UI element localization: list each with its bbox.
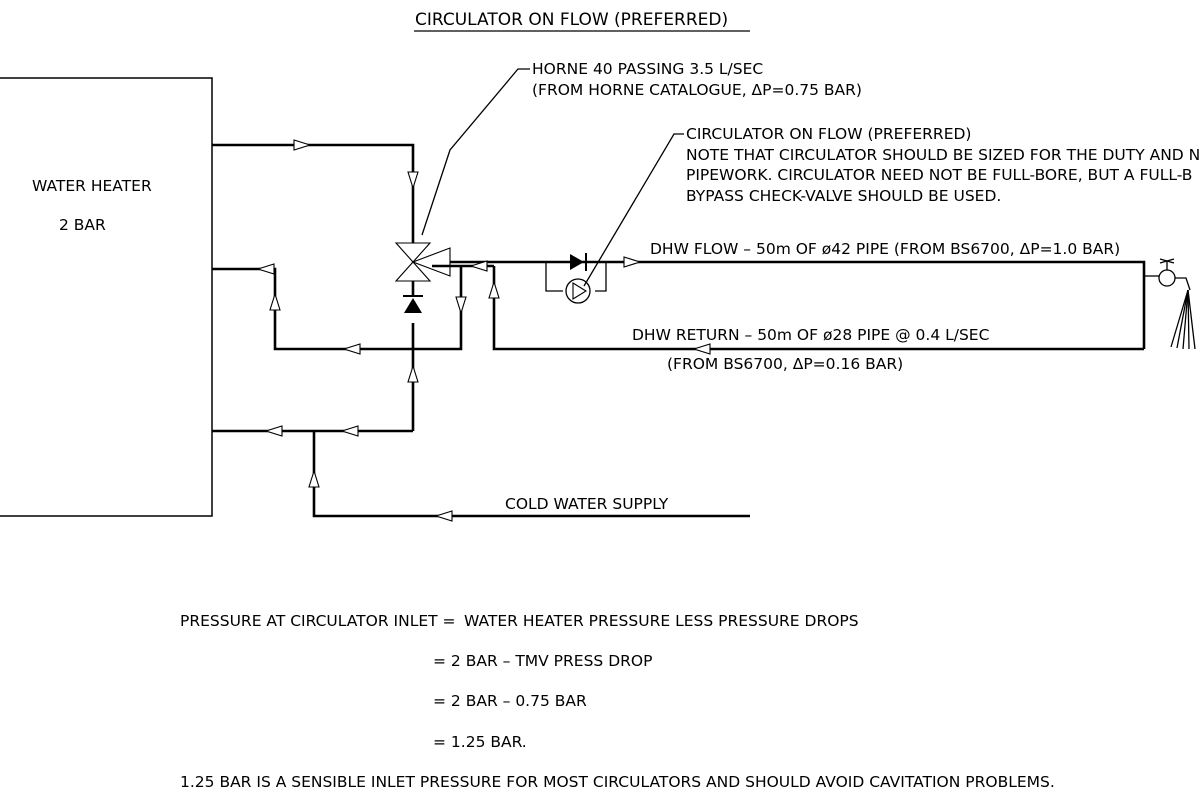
cold-feed-arrow-1 xyxy=(340,425,359,437)
calc-line2: = 2 BAR – TMV PRESS DROP xyxy=(433,652,652,670)
calc-conclusion: 1.25 BAR IS A SENSIBLE INLET PRESSURE FO… xyxy=(180,773,1055,791)
return-arrow-up xyxy=(488,280,500,299)
cold-water-supply-label: COLD WATER SUPPLY xyxy=(505,495,669,513)
dhw-flow-label: DHW FLOW – 50m OF ø42 PIPE (FROM BS6700,… xyxy=(650,240,1120,258)
heater-return-arrow-3 xyxy=(256,263,275,275)
cold-supply-up-arrow xyxy=(308,469,320,488)
cold-riser-arrow xyxy=(407,364,419,383)
return-top-arrow xyxy=(469,260,488,272)
hot-outlet-arrow xyxy=(293,139,312,151)
cold-supply-arrow xyxy=(434,510,453,522)
return-branch-down-arrow xyxy=(455,296,467,315)
calc-line1-label: PRESSURE AT CIRCULATOR INLET = xyxy=(180,612,456,630)
calc-line1-value: WATER HEATER PRESSURE LESS PRESSURE DROP… xyxy=(464,612,859,630)
dhw-return-label-line1: DHW RETURN – 50m OF ø28 PIPE @ 0.4 L/SEC xyxy=(632,326,989,344)
heater-return-arrow-2 xyxy=(269,292,281,311)
calc-line3: = 2 BAR – 0.75 BAR xyxy=(433,692,587,710)
cold-feed-arrow-2 xyxy=(264,425,283,437)
tmv-leader-line xyxy=(421,68,530,236)
circulator-leader-line xyxy=(583,133,684,287)
tmv-note-line1: HORNE 40 PASSING 3.5 L/SEC xyxy=(532,60,763,78)
calc-line4: = 1.25 BAR. xyxy=(433,733,527,751)
hot-down-arrow xyxy=(407,171,419,190)
circulator-note-line4: BYPASS CHECK-VALVE SHOULD BE USED. xyxy=(686,187,1001,205)
check-valve-symbol xyxy=(404,298,422,313)
dhw-return-label-line2: (FROM BS6700, ΔP=0.16 BAR) xyxy=(667,355,903,373)
water-heater-pressure: 2 BAR xyxy=(59,216,106,234)
hot-outlet-pipe xyxy=(212,143,415,243)
return-arrow-main xyxy=(692,343,711,355)
shower-outlet-icon xyxy=(1144,258,1196,350)
heater-return-pipe xyxy=(212,267,413,351)
return-bypass-branch xyxy=(413,266,463,351)
circulator-bypass-loop xyxy=(545,262,607,292)
diagram-title: CIRCULATOR ON FLOW (PREFERRED) xyxy=(415,10,728,30)
cold-supply-pipe xyxy=(312,431,750,518)
tmv-valve xyxy=(394,242,451,282)
circulator-pump-symbol xyxy=(572,282,588,300)
heater-return-arrow-1 xyxy=(342,343,361,355)
dhw-flow-pipe xyxy=(450,260,1146,349)
water-heater-label: WATER HEATER xyxy=(32,177,152,195)
circulator-note-line2: NOTE THAT CIRCULATOR SHOULD BE SIZED FOR… xyxy=(686,146,1200,164)
circulator-note-line1: CIRCULATOR ON FLOW (PREFERRED) xyxy=(686,125,971,143)
flow-arrow xyxy=(623,256,642,268)
circulator-note-line3: PIPEWORK. CIRCULATOR NEED NOT BE FULL-BO… xyxy=(686,166,1192,184)
water-heater-tank xyxy=(0,77,213,517)
bypass-check-valve xyxy=(570,254,584,270)
tmv-note-line2: (FROM HORNE CATALOGUE, ΔP=0.75 BAR) xyxy=(532,81,862,99)
